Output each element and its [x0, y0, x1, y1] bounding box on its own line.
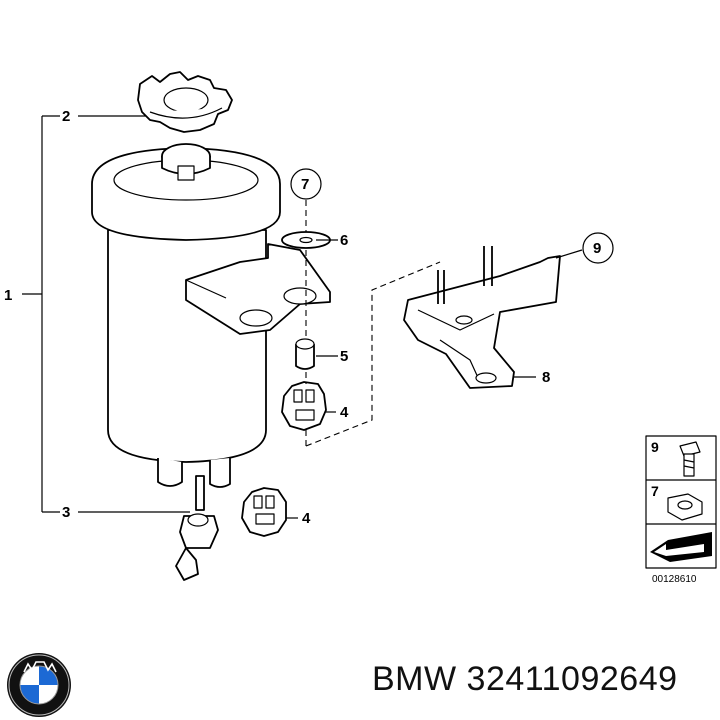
tightening-direction-icon	[650, 532, 712, 562]
reservoir-cap	[137, 71, 233, 133]
kit-legend-item-7: 7	[651, 483, 659, 499]
callout-6: 6	[340, 232, 348, 249]
callout-2: 2	[62, 108, 70, 125]
callout-circle-7	[290, 168, 322, 200]
callout-4-upper: 4	[340, 404, 349, 421]
nut-icon	[667, 493, 703, 521]
bmw-logo-icon	[7, 653, 71, 717]
rubber-mount-upper	[281, 381, 327, 431]
callout-3: 3	[62, 504, 70, 521]
rubber-mount-lower	[241, 487, 287, 537]
part-number-caption: BMW 32411092649	[372, 660, 678, 698]
callout-9: 9	[593, 240, 601, 257]
spacer-sleeve	[295, 338, 315, 370]
callout-1: 1	[4, 287, 12, 304]
assembly-bracket-lines	[22, 115, 190, 513]
callout-7: 7	[301, 176, 309, 193]
bolt-icon	[679, 441, 701, 477]
reservoir-body	[91, 143, 331, 488]
callout-leaders	[286, 239, 583, 519]
mounting-bracket	[403, 246, 561, 389]
diagram-reference-code: 00128610	[652, 574, 697, 585]
kit-legend-item-9: 9	[651, 439, 659, 455]
assembly-axis-lines	[305, 200, 441, 447]
callout-circle-9	[582, 232, 614, 264]
callout-5: 5	[340, 348, 348, 365]
level-sensor-connector	[175, 475, 219, 581]
callout-8: 8	[542, 369, 550, 386]
callout-4-lower: 4	[302, 510, 311, 527]
kit-legend: 9 7	[645, 435, 717, 569]
